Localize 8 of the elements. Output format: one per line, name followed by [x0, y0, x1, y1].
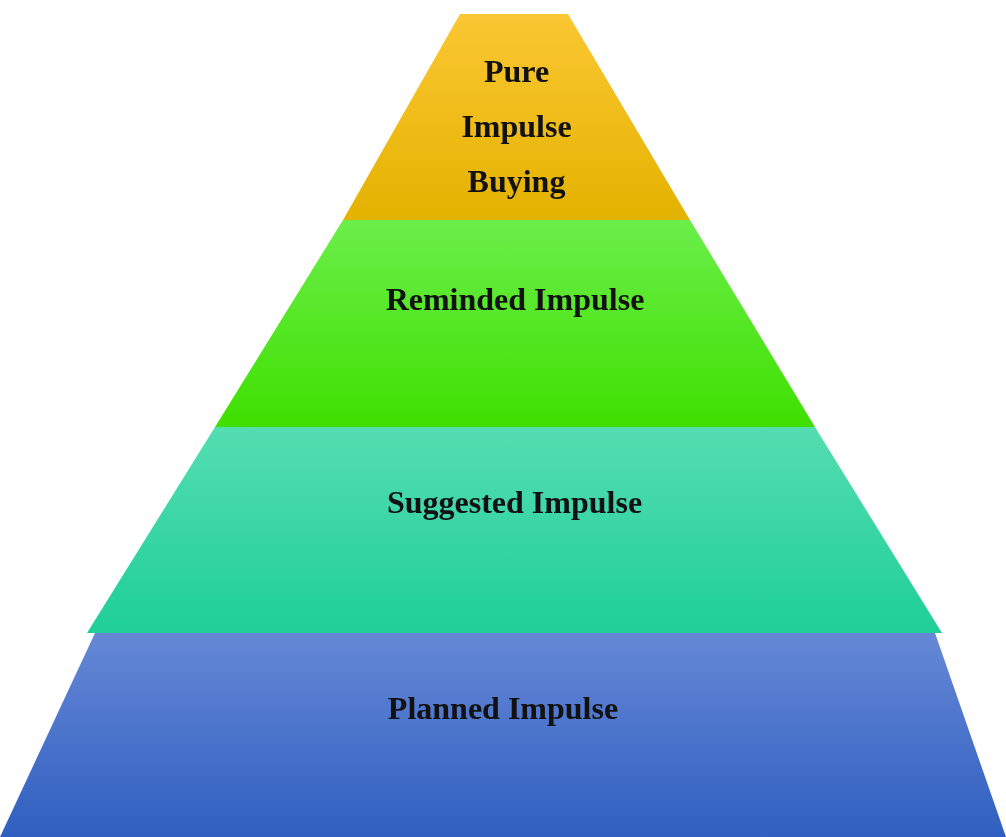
- pyramid-tier: [87, 427, 942, 633]
- tier-label: Pure Impulse Buying: [460, 52, 573, 201]
- tier-label: Reminded Impulse: [385, 280, 645, 319]
- tier-label: Suggested Impulse: [385, 483, 644, 522]
- tier-label: Planned Impulse: [386, 689, 620, 728]
- pyramid-tier: [343, 14, 690, 220]
- pyramid-tier: [0, 633, 1006, 837]
- pyramid-tier: [215, 220, 815, 427]
